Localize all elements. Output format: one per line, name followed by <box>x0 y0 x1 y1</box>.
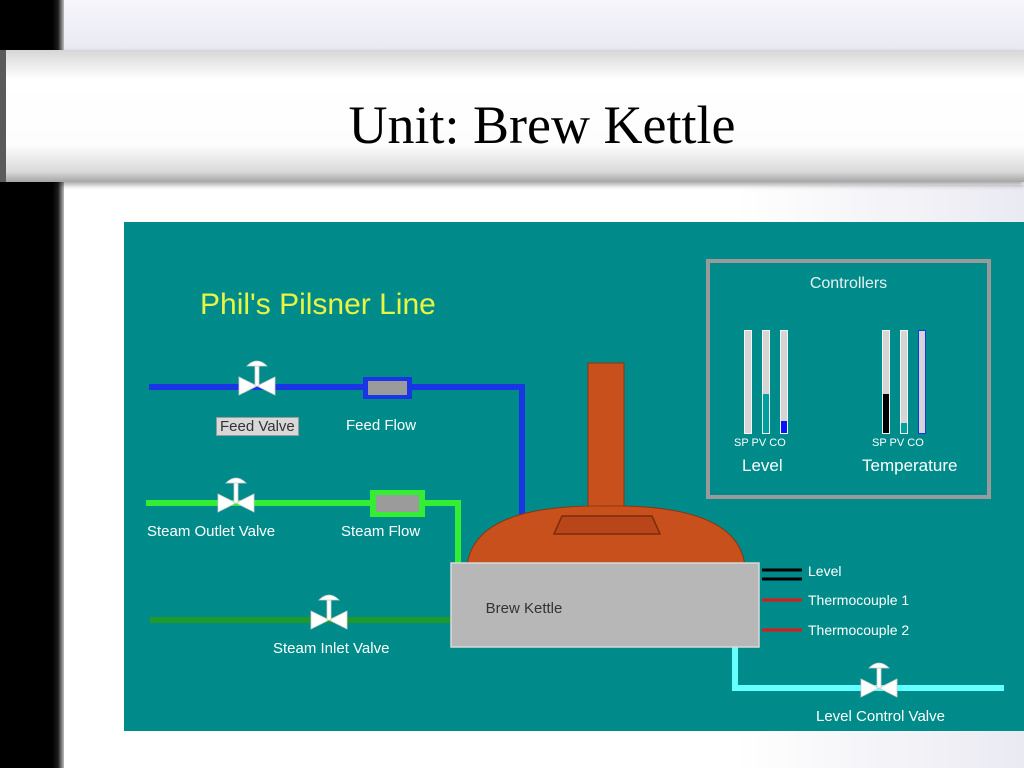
temperature-sp-fill <box>883 394 889 433</box>
title-band: Unit: Brew Kettle <box>0 50 1024 182</box>
steam-outlet-valve-label[interactable]: Steam Outlet Valve <box>147 523 276 540</box>
temperature-pv-bar[interactable] <box>900 330 908 434</box>
steam-outlet-valve-icon <box>217 477 255 513</box>
kettle-body <box>450 562 760 648</box>
level-co-bar[interactable] <box>780 330 788 434</box>
slide-title: Unit: Brew Kettle <box>348 95 736 155</box>
level-control-valve-label[interactable]: Level Control Valve <box>816 708 945 725</box>
hmi-screen: Phil's Pilsner Line Feed Valve Feed Flow… <box>124 222 1024 731</box>
feed-flow-label: Feed Flow <box>346 417 417 434</box>
level-sp-bar[interactable] <box>744 330 752 434</box>
level-pv-bar[interactable] <box>762 330 770 434</box>
thermocouple-1-label: Thermocouple 1 <box>808 592 910 608</box>
feed-valve-icon <box>238 360 276 396</box>
level-group-label: Level <box>742 456 783 475</box>
steam-inlet-valve-label[interactable]: Steam Inlet Valve <box>273 640 390 657</box>
feed-valve-label[interactable]: Feed Valve <box>216 417 299 436</box>
line-title: Phil's Pilsner Line <box>200 288 436 321</box>
level-co-fill <box>781 420 787 433</box>
level-control-pipe <box>732 647 1004 691</box>
kettle-stack <box>587 362 625 521</box>
steam-flow-label: Steam Flow <box>341 523 421 540</box>
thermocouple-2-label: Thermocouple 2 <box>808 622 910 638</box>
kettle-manway <box>552 515 662 535</box>
brew-kettle-label: Brew Kettle <box>485 600 563 617</box>
level-signal-label: Level <box>808 563 842 579</box>
controllers-panel: Controllers SP PV CO Level SP PV CO Temp… <box>706 259 991 499</box>
temperature-co-fill <box>919 331 925 433</box>
kettle-dome <box>466 505 746 567</box>
level-pv-fill <box>763 394 769 433</box>
top-strip <box>64 0 1024 50</box>
level-control-valve-icon <box>860 662 898 698</box>
temperature-group-label: Temperature <box>862 456 958 475</box>
temperature-pv-fill <box>901 422 907 433</box>
temperature-sp-bar[interactable] <box>882 330 890 434</box>
level-bar-labels: SP PV CO <box>734 437 786 449</box>
feed-pipe <box>149 384 525 517</box>
process-diagram <box>146 360 1004 698</box>
temperature-co-bar[interactable] <box>918 330 926 434</box>
steam-inlet-valve-icon <box>310 594 348 630</box>
controllers-title: Controllers <box>809 275 888 292</box>
temperature-bar-labels: SP PV CO <box>872 437 924 449</box>
